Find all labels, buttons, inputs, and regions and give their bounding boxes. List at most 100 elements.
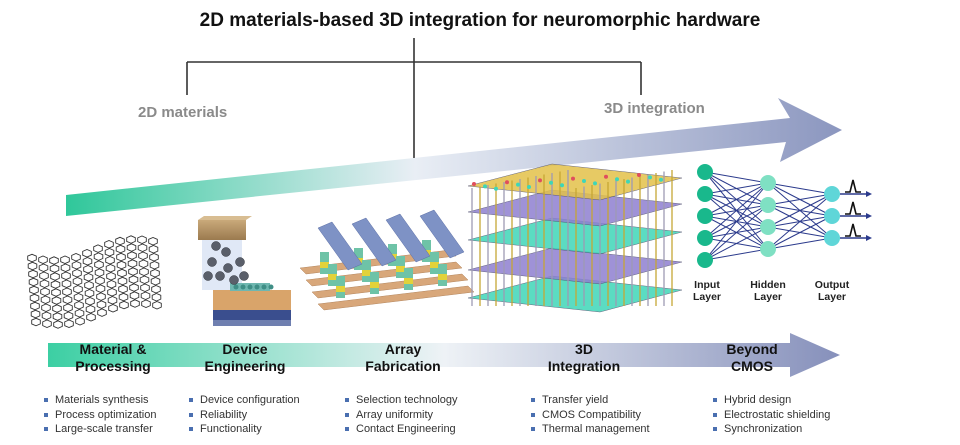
atom-ball — [239, 271, 249, 281]
switching-layer — [362, 270, 371, 276]
atom-cluster — [203, 241, 274, 290]
switching-layer — [404, 278, 413, 284]
switching-layer — [336, 286, 345, 292]
hidden-node — [760, 197, 776, 213]
top-electrode — [317, 221, 363, 271]
edge — [767, 193, 833, 228]
stage-label-material-processing: Material & Processing — [58, 341, 168, 375]
list-item: CMOS Compatibility — [530, 408, 650, 423]
hidden-layer-label: Hidden Layer — [738, 279, 798, 303]
edge — [704, 171, 769, 184]
spike-icon — [845, 223, 861, 237]
top-electrode — [385, 213, 431, 263]
via-cap — [648, 175, 652, 180]
branch-label-3d-integration: 3D integration — [604, 100, 705, 117]
input-node — [697, 164, 713, 180]
list-item: Process optimization — [43, 408, 157, 423]
stage-label-line1: Device — [222, 341, 268, 357]
atom-dot — [233, 284, 239, 290]
edge — [704, 182, 769, 217]
atom-ball — [229, 275, 239, 285]
stage-label-line2: CMOS — [731, 358, 773, 374]
crossbar-array-illustration — [299, 209, 475, 311]
hidden-node — [760, 241, 776, 257]
via-cap — [549, 180, 553, 185]
list-item: Array uniformity — [344, 408, 458, 423]
output-layer-label-line1: Output — [814, 279, 850, 291]
stack-layer — [467, 189, 683, 227]
atom-ball — [211, 241, 221, 251]
bullets-beyond-cmos: Hybrid design Electrostatic shielding Sy… — [712, 393, 830, 437]
stage-label-line2: Processing — [75, 358, 151, 374]
list-item: Reliability — [188, 408, 300, 423]
via-cap — [472, 182, 476, 186]
edge — [704, 248, 769, 261]
top-electrode — [351, 217, 397, 267]
via-cap — [516, 182, 520, 187]
list-item: Hybrid design — [712, 393, 830, 408]
via-cap — [527, 185, 531, 189]
edge — [704, 226, 769, 261]
output-arrowhead — [866, 213, 872, 219]
list-item: Transfer yield — [530, 393, 650, 408]
hidden-layer-label-line1: Hidden — [750, 279, 786, 291]
bullets-material-processing: Materials synthesis Process optimization… — [43, 393, 157, 437]
stack-layer — [467, 247, 683, 285]
atom-ball — [235, 257, 245, 267]
input-layer-label-line1: Input — [694, 279, 720, 291]
hidden-node — [760, 175, 776, 191]
stage-label-line1: Beyond — [726, 341, 778, 357]
list-item: Functionality — [188, 422, 300, 437]
edge — [767, 193, 833, 206]
input-layer-label-line2: Layer — [692, 291, 722, 303]
graphene-hexagons — [27, 235, 162, 329]
atom-ball — [223, 263, 233, 273]
output-arrowhead — [866, 191, 872, 197]
stage-label-device-engineering: Device Engineering — [190, 341, 300, 375]
stage-label-line1: Array — [384, 341, 422, 357]
spike-icon — [845, 179, 861, 193]
via-cap — [571, 176, 575, 181]
list-item: Device configuration — [188, 393, 300, 408]
atom-ball — [215, 271, 225, 281]
figure-title: 2D materials-based 3D integration for ne… — [199, 10, 761, 31]
output-node — [824, 230, 840, 246]
bullets-array-fabrication: Selection technology Array uniformity Co… — [344, 393, 458, 437]
atom-dot — [261, 284, 267, 290]
branch-label-2d-materials: 2D materials — [138, 104, 228, 121]
stage-label-array-fabrication: Array Fabrication — [348, 341, 458, 375]
atom-ball — [203, 271, 213, 281]
via-cap — [626, 179, 630, 184]
stage-label-line2: Integration — [547, 358, 621, 374]
hidden-node — [760, 219, 776, 235]
edge — [704, 182, 769, 195]
bullets-device-engineering: Device configuration Reliability Functio… — [188, 393, 300, 437]
output-layer-label-line2: Layer — [817, 291, 847, 303]
list-item: Synchronization — [712, 422, 830, 437]
edge — [704, 182, 769, 239]
edge — [704, 204, 769, 261]
input-node — [697, 230, 713, 246]
via-cap — [494, 186, 498, 191]
stage-label-line1: 3D — [575, 341, 593, 357]
via-cap — [604, 174, 608, 179]
stage-arrow — [48, 333, 840, 377]
edge — [767, 193, 833, 250]
hidden-layer-label-line2: Layer — [753, 291, 783, 303]
list-item: Contact Engineering — [344, 422, 458, 437]
output-node — [824, 208, 840, 224]
via-cap — [538, 178, 542, 183]
stage-label-line2: Engineering — [204, 358, 286, 374]
top-electrode — [419, 209, 465, 259]
tree-connector — [186, 38, 642, 158]
progress-arrow — [66, 98, 842, 216]
output-arrowhead — [866, 235, 872, 241]
stack-layer — [467, 275, 683, 313]
edge — [767, 215, 833, 250]
input-node — [697, 186, 713, 202]
output-node — [824, 186, 840, 202]
atom-dot — [247, 284, 253, 290]
bullets-3d-integration: Transfer yield CMOS Compatibility Therma… — [530, 393, 650, 437]
via-cap — [615, 177, 619, 182]
